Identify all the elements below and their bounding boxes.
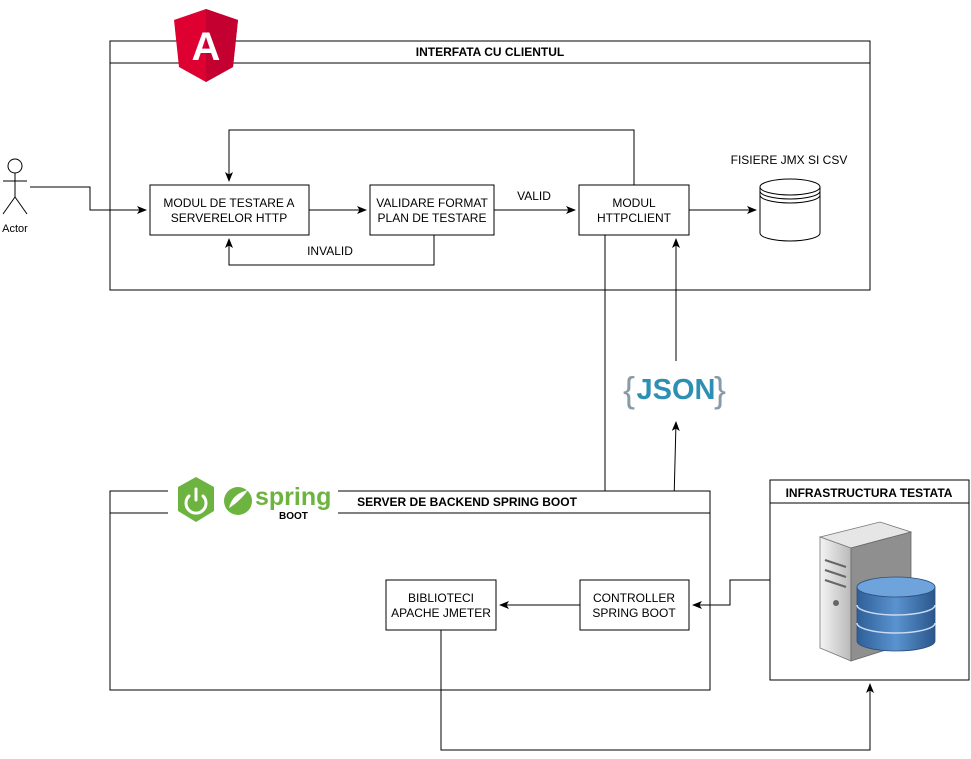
frontend-container: INTERFATA CU CLIENTUL xyxy=(109,40,871,291)
json-text: JSON xyxy=(637,374,716,406)
testing-module-line1: MODUL DE TESTARE A xyxy=(163,196,294,210)
server-database-icon xyxy=(818,521,936,662)
httpclient-line2: HTTPCLIENT xyxy=(597,211,672,225)
angular-logo-icon: A xyxy=(174,9,238,82)
spring-logo-word: spring xyxy=(255,483,331,511)
json-badge: { JSON } xyxy=(623,369,726,410)
infrastructure-connectors xyxy=(440,579,874,751)
frontend-title: INTERFATA CU CLIENTUL xyxy=(416,45,564,59)
edge-invalid-label: INVALID xyxy=(307,244,353,258)
json-open-brace: { xyxy=(623,369,635,410)
controller-line1: CONTROLLER xyxy=(593,591,675,605)
jmeter-line2: APACHE JMETER xyxy=(391,606,491,620)
actor-label: Actor xyxy=(2,223,28,235)
httpclient-line1: MODUL xyxy=(612,196,656,210)
controller-line2: SPRING BOOT xyxy=(592,606,676,620)
spring-boot-logo-icon: spring BOOT xyxy=(168,476,338,524)
json-close-brace: } xyxy=(714,369,726,410)
actor-to-testing-arrow xyxy=(30,186,147,214)
validation-box: VALIDARE FORMAT PLAN DE TESTARE xyxy=(369,184,495,236)
httpclient-box: MODUL HTTPCLIENT xyxy=(578,184,690,236)
testing-module-line2: SERVERELOR HTTP xyxy=(171,211,287,225)
actor-icon xyxy=(2,158,28,215)
jmeter-box: BIBLIOTECI APACHE JMETER xyxy=(385,579,497,631)
frontend-connectors xyxy=(30,129,757,266)
validation-line2: PLAN DE TESTARE xyxy=(378,211,487,225)
edge-valid-label: VALID xyxy=(517,189,551,203)
infrastructure-to-controller-arrow xyxy=(692,579,770,609)
validation-line1: VALIDARE FORMAT xyxy=(376,196,488,210)
angular-logo-letter: A xyxy=(192,25,221,69)
invalid-return-arrow xyxy=(225,235,435,266)
httpclient-feedback-arrow xyxy=(225,129,635,185)
jmeter-line1: BIBLIOTECI xyxy=(408,591,474,605)
testing-module-box: MODUL DE TESTARE A SERVERELOR HTTP xyxy=(149,184,310,236)
storage-label: FISIERE JMX SI CSV xyxy=(731,153,848,167)
jmeter-to-infrastructure-arrow xyxy=(440,630,874,751)
backend-title: SERVER DE BACKEND SPRING BOOT xyxy=(357,495,577,509)
storage-cylinder-icon xyxy=(759,178,821,242)
controller-box: CONTROLLER SPRING BOOT xyxy=(579,579,690,631)
infrastructure-title: INFRASTRUCTURA TESTATA xyxy=(786,486,953,500)
spring-logo-sub: BOOT xyxy=(279,511,308,522)
